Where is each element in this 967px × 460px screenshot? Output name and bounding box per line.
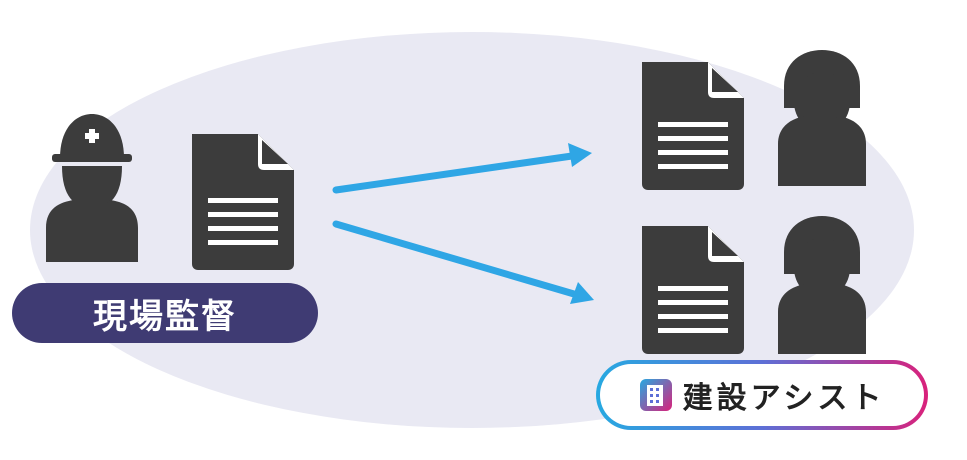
arrow-to-recipient-bottom [332, 220, 594, 304]
brand-name: 建設アシスト [682, 381, 886, 416]
recipient-top-document-icon [642, 62, 744, 190]
document-icon [192, 134, 294, 270]
brand-badge: 建設アシスト [596, 360, 928, 430]
building-logo-icon [639, 379, 672, 411]
supervisor-label-text: 現場監督 [93, 296, 237, 337]
supervisor-label: 現場監督 [12, 283, 318, 343]
brand-badge-inner: 建設アシスト [600, 364, 924, 426]
recipient-top-woman-icon [778, 50, 866, 186]
recipient-bottom-woman-icon [778, 216, 866, 354]
arrow-to-recipient-top [332, 143, 592, 194]
hardhat-person-icon [46, 114, 138, 262]
recipient-bottom-document-icon [642, 226, 744, 354]
